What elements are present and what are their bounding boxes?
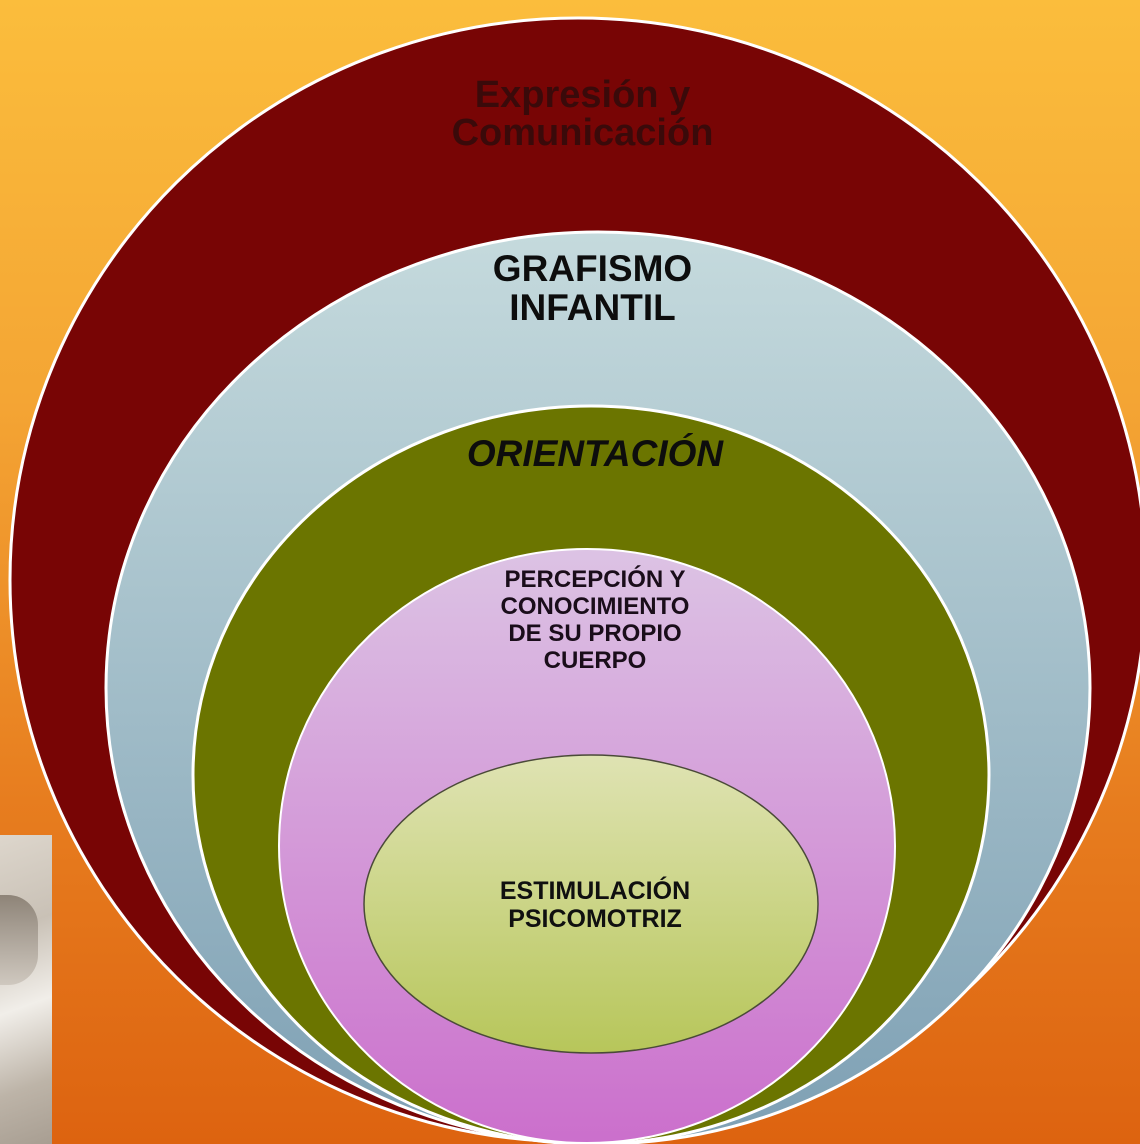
label-percepcion-cuerpo: PERCEPCIÓN Y CONOCIMIENTO DE SU PROPIO C… — [500, 566, 690, 674]
circle-estimulacion-psicomotriz — [363, 754, 819, 1054]
label-estimulacion-psicomotriz: ESTIMULACIÓN PSICOMOTRIZ — [499, 877, 691, 933]
background-photo — [0, 835, 52, 1144]
label-expresion-comunicacion: Expresión y Comunicación — [451, 74, 714, 154]
label-orientacion: ORIENTACIÓN — [466, 433, 724, 474]
label-grafismo-infantil: GRAFISMO INFANTIL — [492, 248, 693, 328]
